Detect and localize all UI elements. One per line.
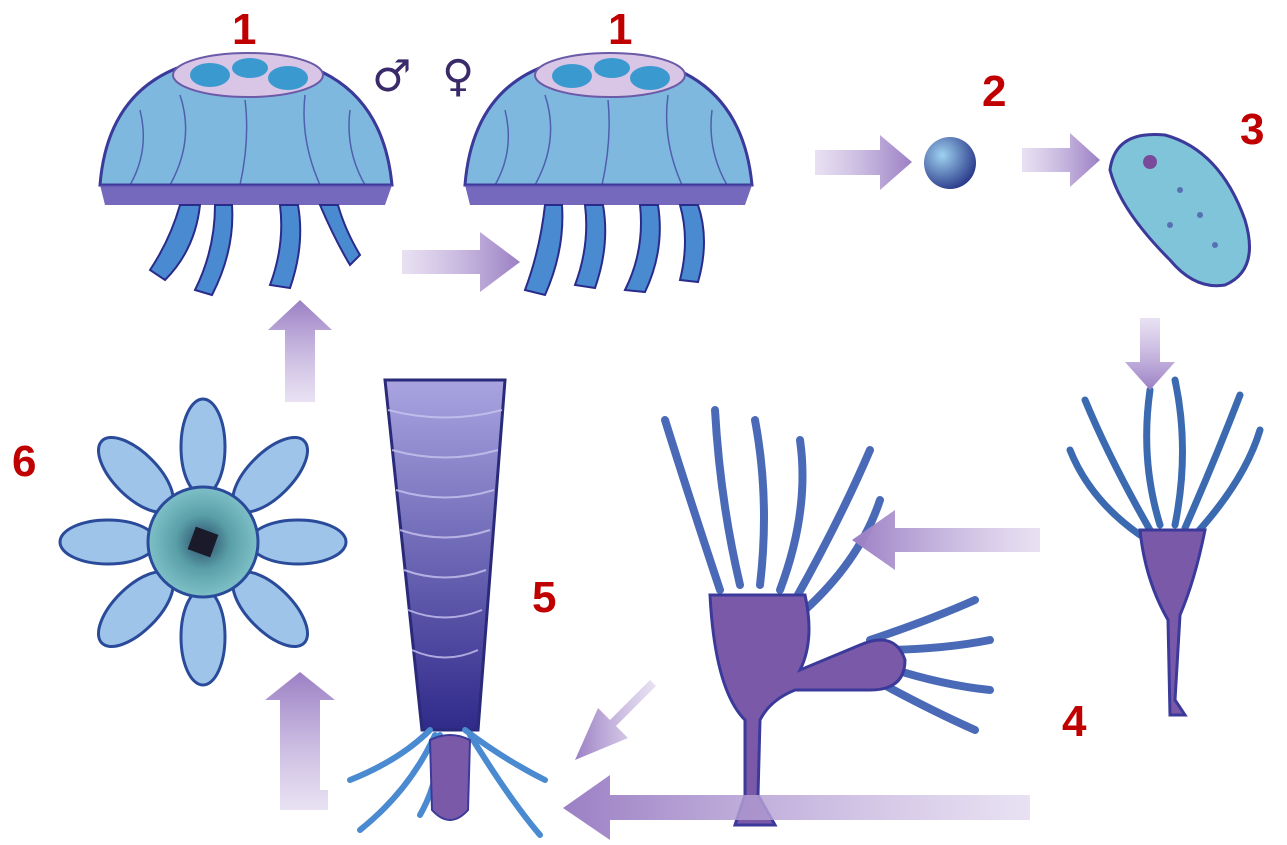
ephyra-illustration bbox=[60, 399, 346, 685]
label-ephyra: 6 bbox=[12, 440, 36, 484]
medusa-male-illustration bbox=[100, 53, 392, 295]
label-strobila: 5 bbox=[532, 576, 556, 620]
label-planula: 3 bbox=[1240, 108, 1264, 152]
label-polyp: 4 bbox=[1062, 700, 1086, 744]
egg-illustration bbox=[924, 137, 976, 189]
strobila-illustration bbox=[350, 380, 545, 835]
planula-illustration bbox=[1110, 134, 1250, 285]
young-polyp-illustration bbox=[1070, 380, 1260, 715]
label-medusa-female: 1 bbox=[608, 8, 632, 52]
label-medusa-male: 1 bbox=[232, 8, 256, 52]
polyp-colony-illustration bbox=[665, 410, 990, 825]
female-symbol-icon: ♀ bbox=[442, 55, 474, 99]
label-egg: 2 bbox=[982, 70, 1006, 114]
male-symbol-icon: ♂ bbox=[372, 55, 411, 99]
